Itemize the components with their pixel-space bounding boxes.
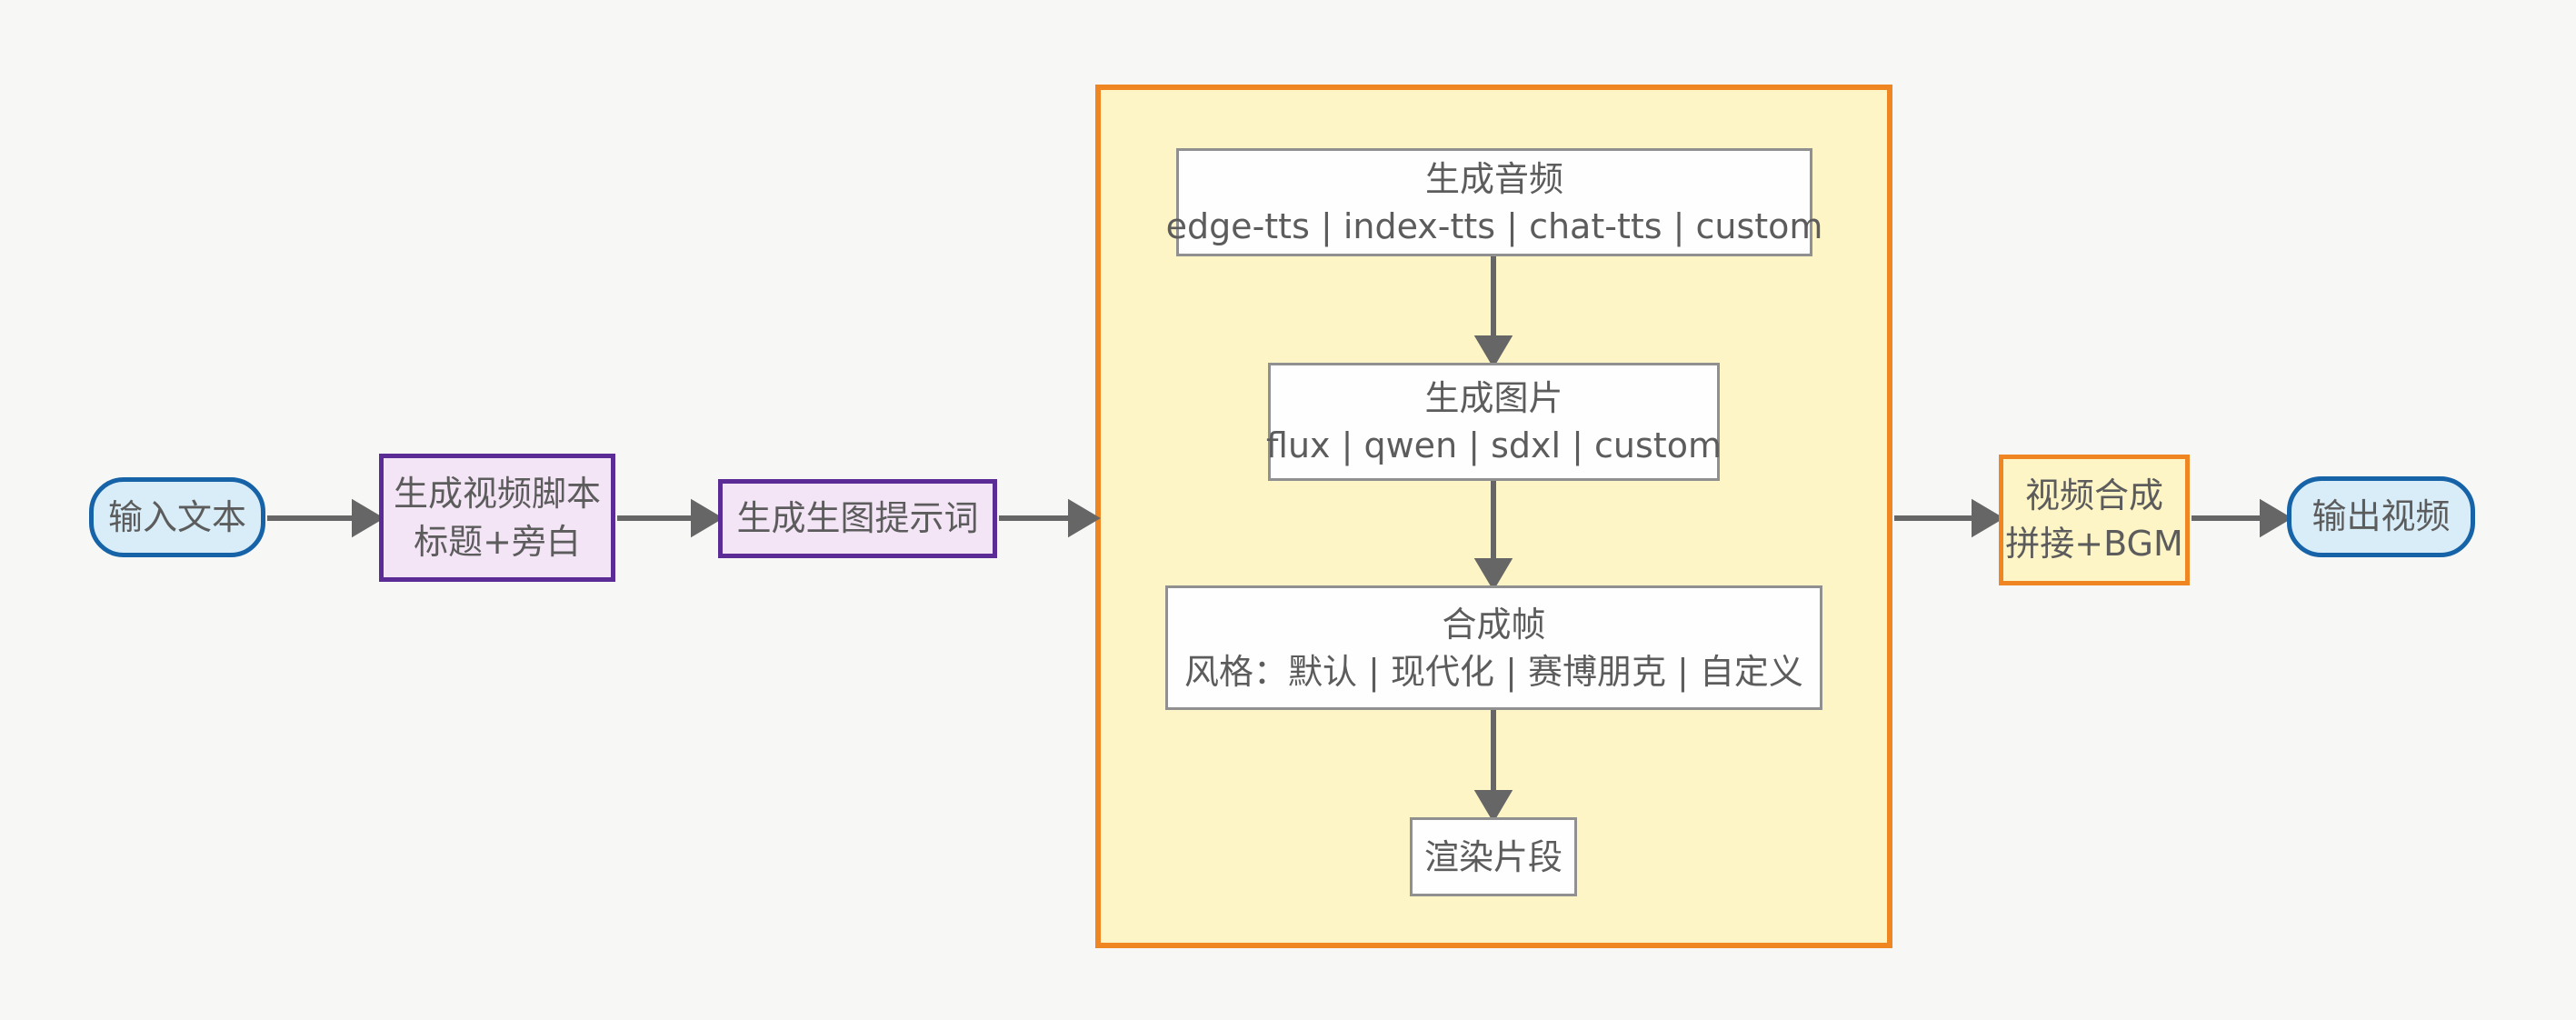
node-generate-audio: 生成音频 edge-tts | index-tts | chat-tts | c… (1166, 148, 1822, 256)
node-video-compose-line1: 视频合成 (2024, 475, 2163, 515)
node-generate-image-title: 生成图片 (1424, 378, 1563, 418)
node-output-video-label: 输出视频 (2311, 496, 2451, 536)
node-output-video: 输出视频 (2287, 476, 2475, 557)
arrowhead-script-to-prompt (691, 498, 724, 538)
node-compose-frame-title: 合成帧 (1442, 604, 1546, 645)
node-generate-audio-engines: edge-tts | index-tts | chat-tts | custom (1165, 205, 1823, 246)
node-generate-image-models: flux | qwen | sdxl | custom (1266, 425, 1722, 465)
node-render-clip: 渲染片段 (1410, 817, 1577, 896)
node-compose-frame: 合成帧 风格：默认 | 现代化 | 赛博朋克 | 自定义 (1165, 585, 1822, 710)
node-compose-frame-styles: 风格：默认 | 现代化 | 赛博朋克 | 自定义 (1184, 651, 1803, 692)
node-input-text: 输入文本 (89, 477, 265, 557)
node-render-clip-label: 渲染片段 (1423, 836, 1563, 877)
node-generate-script-line1: 生成视频脚本 (393, 473, 601, 514)
node-generate-image-prompt: 生成生图提示词 (718, 479, 997, 558)
node-video-compose-line2: 拼接+BGM (2005, 524, 2183, 564)
node-generate-script-line2: 标题+旁白 (414, 521, 581, 562)
node-video-compose: 视频合成 拼接+BGM (1999, 455, 2190, 585)
arrowhead-compose-to-output (2260, 498, 2292, 538)
node-generate-audio-title: 生成音频 (1424, 158, 1563, 199)
arrowhead-input-to-script (352, 498, 384, 538)
node-input-text-label: 输入文本 (107, 496, 246, 537)
node-generate-image-prompt-label: 生成生图提示词 (736, 498, 979, 538)
node-generate-image: 生成图片 flux | qwen | sdxl | custom (1266, 363, 1722, 481)
node-generate-script: 生成视频脚本 标题+旁白 (379, 454, 615, 582)
arrowhead-pipeline-to-compose (1972, 498, 2004, 538)
arrowhead-prompt-to-pipeline (1068, 498, 1101, 538)
